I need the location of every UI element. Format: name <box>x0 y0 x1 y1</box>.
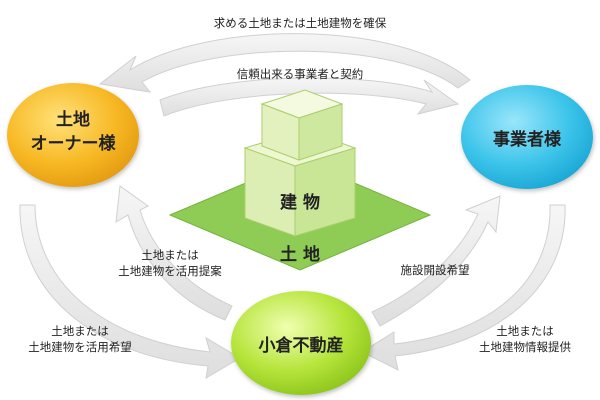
building-label: 建 物 <box>280 193 320 213</box>
company-label: 小倉不動産 <box>258 336 344 356</box>
arrow-top-inner <box>159 77 460 117</box>
caption-center-left-line2: 土地建物を活用提案 <box>118 264 222 278</box>
building-block-upper <box>260 89 344 161</box>
owner-label-line1: 土地 <box>56 110 90 130</box>
caption-center-left-line1: 土地または <box>141 248 199 262</box>
business-circle <box>461 85 593 189</box>
caption-top-outer: 求める土地または土地建物を確保 <box>213 16 387 30</box>
caption-bottom-left-line2: 土地建物を活用希望 <box>28 340 132 354</box>
caption-bottom-left: 土地または 土地建物を活用希望 <box>5 323 155 355</box>
owner-label: 土地 オーナー様 <box>13 108 133 156</box>
caption-center-left: 土地または 土地建物を活用提案 <box>100 247 240 279</box>
arrow-company-to-owner <box>115 185 233 321</box>
caption-bottom-right: 土地または 土地建物情報提供 <box>460 323 590 355</box>
land-label: 土 地 <box>280 245 320 265</box>
caption-bottom-right-line2: 土地建物情報提供 <box>479 340 571 354</box>
caption-center-right: 施設開設希望 <box>400 263 470 277</box>
arrow-owner-to-company <box>19 204 241 379</box>
caption-bottom-right-line1: 土地または <box>496 324 554 338</box>
owner-circle <box>7 83 139 187</box>
arrow-company-to-business <box>371 195 501 327</box>
arrow-top-outer <box>98 33 471 93</box>
caption-top-inner: 信頼出来る事業者と契約 <box>236 67 364 81</box>
caption-bottom-left-line1: 土地または <box>51 324 109 338</box>
company-circle <box>231 291 371 395</box>
owner-label-line2: オーナー様 <box>30 134 116 154</box>
business-label: 事業者様 <box>493 130 561 150</box>
